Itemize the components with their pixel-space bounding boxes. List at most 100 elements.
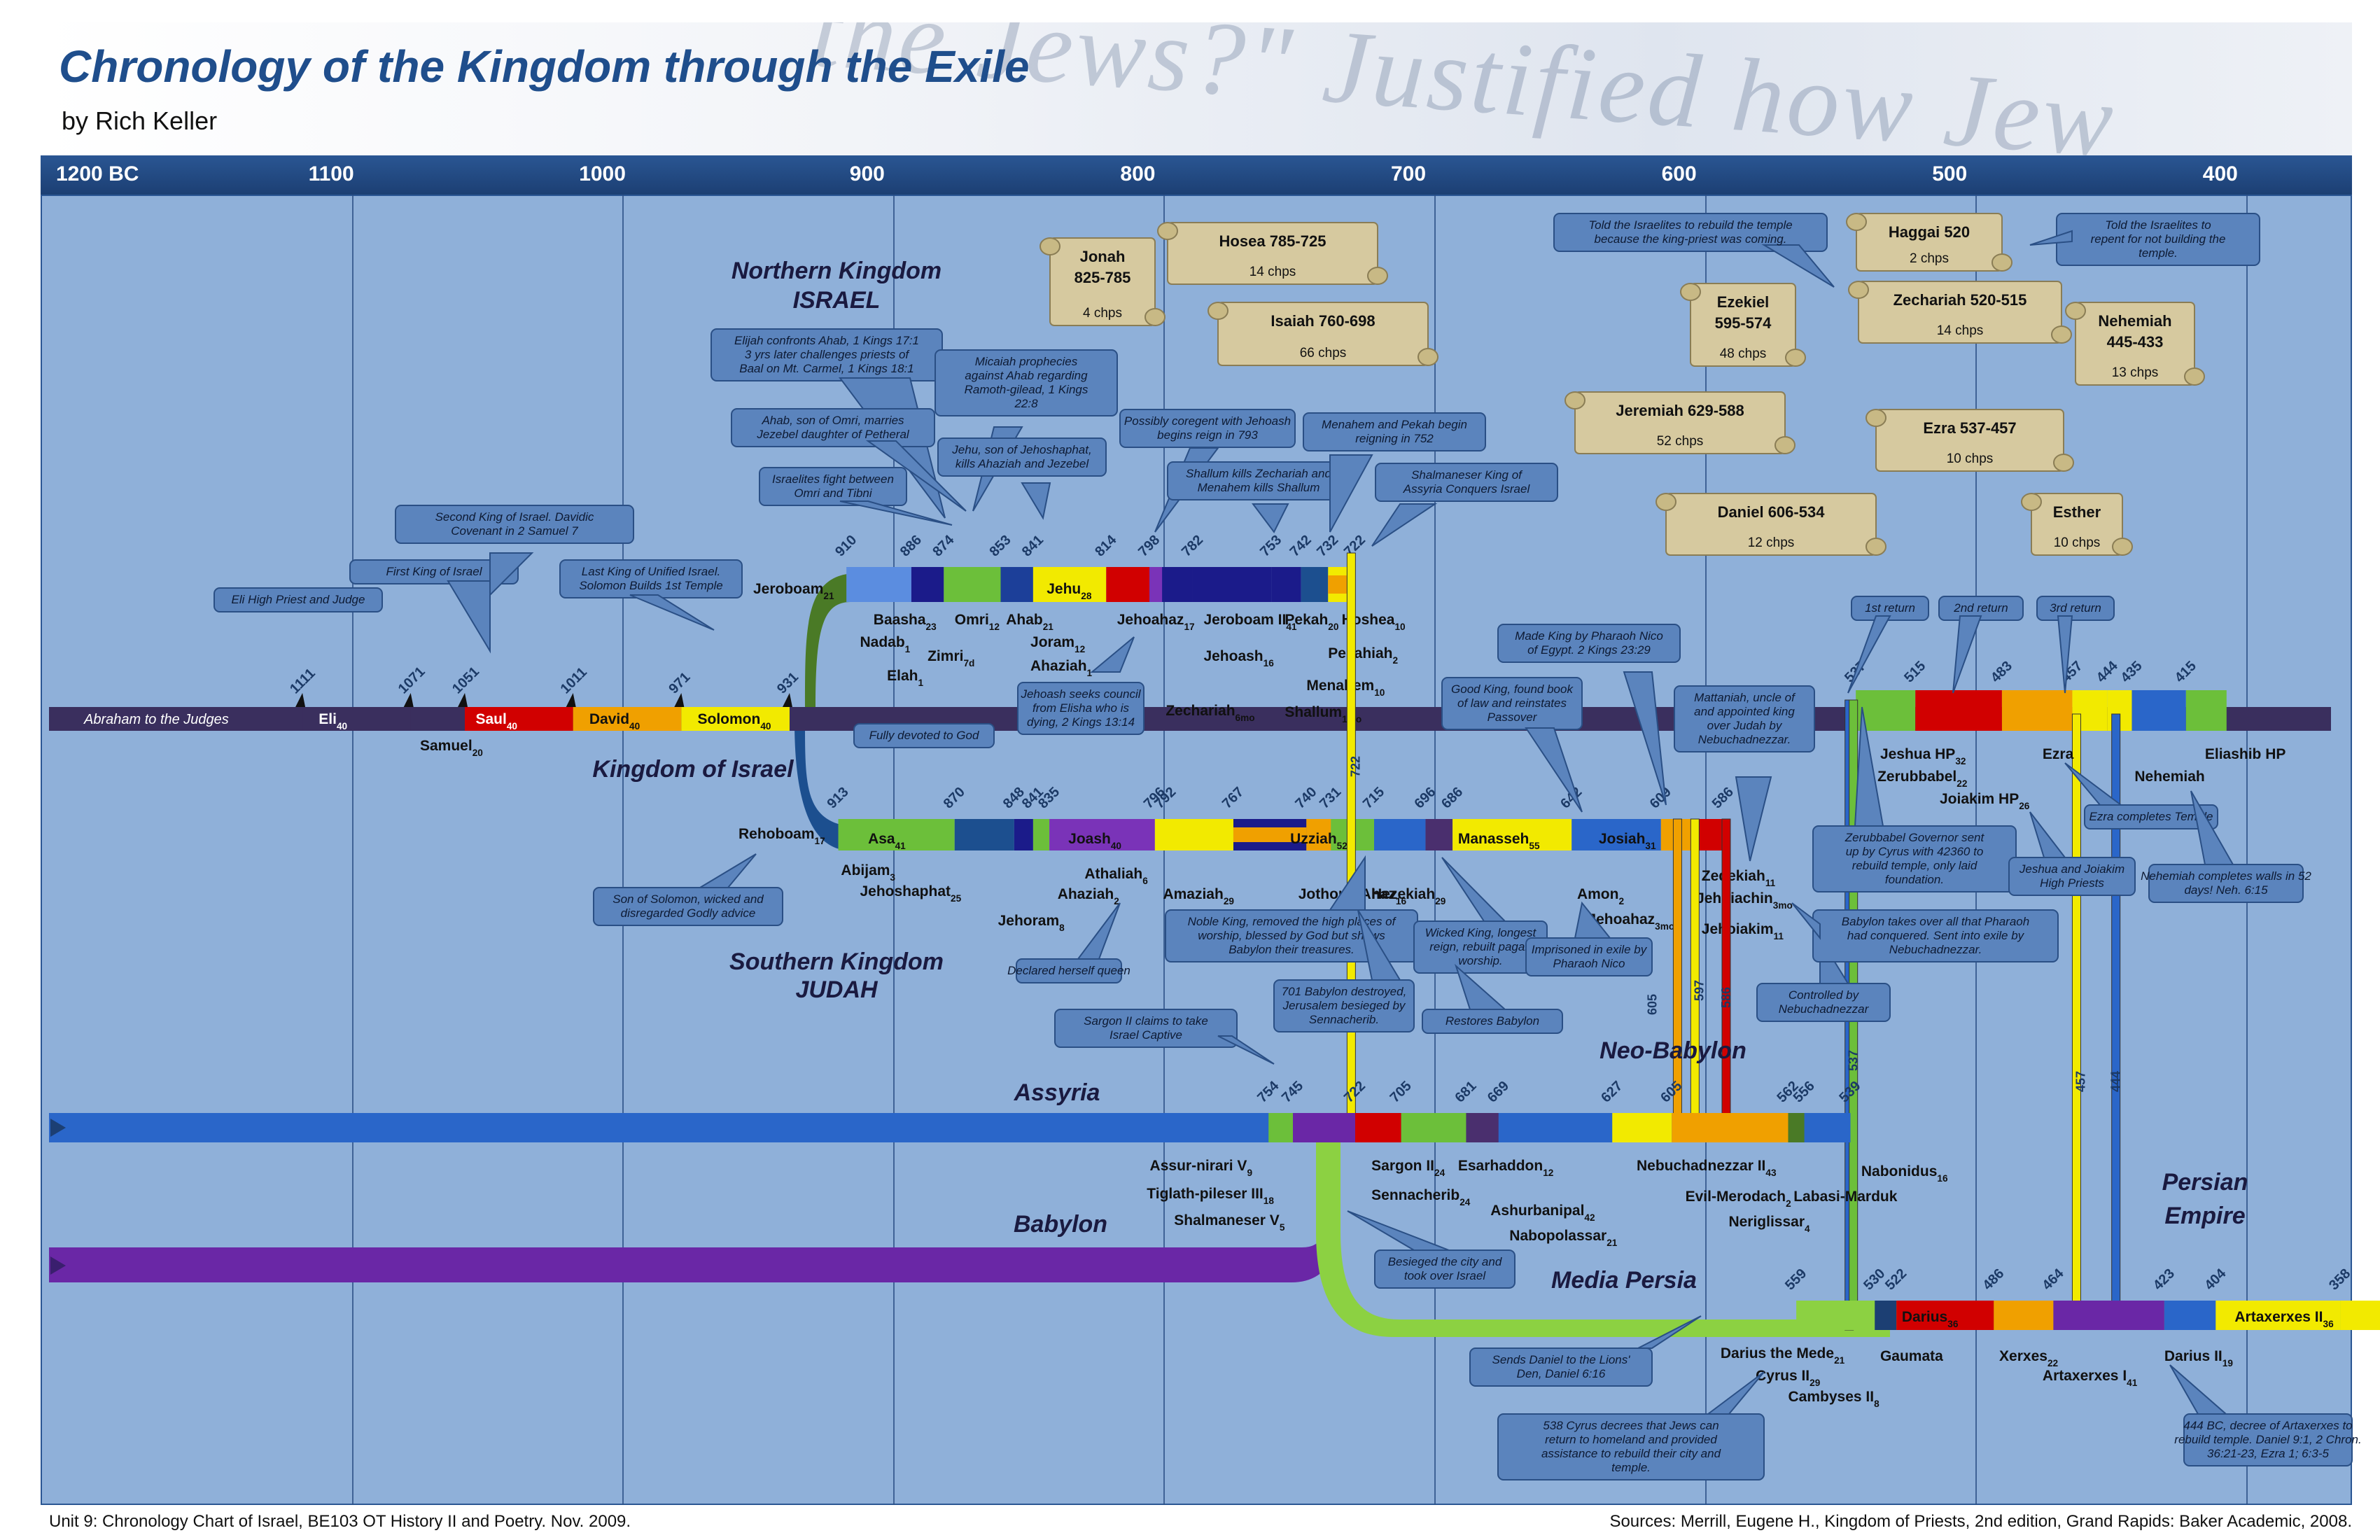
callout-tail xyxy=(2190,790,2234,865)
scroll-sub: 48 chps xyxy=(1720,346,1767,361)
persia-year: 423 xyxy=(2150,1266,2178,1293)
scroll-body xyxy=(1690,283,1796,367)
callout-text: Assyria Conquers Israel xyxy=(1403,482,1531,496)
axis-tick-5: 700 xyxy=(1391,162,1427,186)
scroll-body xyxy=(1049,237,1156,326)
assyria-king: Nebuchadnezzar II43 xyxy=(1637,1158,1777,1178)
scroll-sub: 52 chps xyxy=(1657,434,1704,449)
callout-0: Eli High Priest and Judge xyxy=(214,587,383,612)
scroll-curl-icon xyxy=(2065,302,2086,320)
persia-segment xyxy=(2340,1301,2380,1330)
assyria-segment xyxy=(1293,1113,1355,1142)
israel-king-below: Ahaziah1 xyxy=(1030,658,1093,678)
scroll-curl-icon xyxy=(2184,368,2205,386)
scroll-curl-icon xyxy=(1040,237,1060,255)
scroll-curl-icon xyxy=(1656,493,1676,511)
scroll-sub: 2 chps xyxy=(1910,251,1949,266)
israel-segment xyxy=(1271,567,1301,602)
callout-38: Ezra completes Temple xyxy=(2064,762,2218,830)
judah-year: 767 xyxy=(1219,784,1247,811)
israel-king-below: Jeroboam II41 xyxy=(1203,612,1296,632)
united-year: 1011 xyxy=(558,664,590,696)
axis-tick-8: 400 xyxy=(2202,162,2238,186)
israel-year: 732 xyxy=(1314,532,1341,559)
callout-text: Possibly coregent with Jehoash xyxy=(1124,414,1291,428)
scroll-5 xyxy=(1656,493,1886,556)
callout-text: Besieged the city and xyxy=(1388,1255,1502,1268)
label-persian: Persian xyxy=(2162,1169,2248,1196)
callout-text: 444 BC, decree of Artaxerxes to xyxy=(2183,1419,2352,1432)
israel-segment xyxy=(1301,567,1329,602)
callout-text: 1st return xyxy=(1865,601,1915,615)
callout-box xyxy=(1441,677,1583,730)
scroll-8 xyxy=(2065,302,2205,386)
callout-tail xyxy=(697,853,757,888)
persia-king: Artaxerxes I41 xyxy=(2043,1368,2138,1388)
callout-tail xyxy=(1077,902,1121,960)
israel-king-below: Elah1 xyxy=(887,668,923,688)
axis-tick-6: 600 xyxy=(1661,162,1697,186)
year-marker xyxy=(782,693,792,707)
scroll-9 xyxy=(1865,409,2074,472)
israel-year: 753 xyxy=(1257,532,1284,559)
callout-box xyxy=(1812,909,2059,962)
assyria-king: Assur-nirari V9 xyxy=(1150,1158,1253,1178)
return-person: Joiakim HP26 xyxy=(1940,791,2030,811)
vertical-year: 605 xyxy=(1645,994,1659,1015)
israel-segment xyxy=(1192,567,1272,602)
callout-tail xyxy=(1735,776,1772,862)
callout-14: Fully devoted to God xyxy=(853,723,995,748)
callout-tail xyxy=(1347,1210,1450,1251)
callout-text: 701 Babylon destroyed, xyxy=(1282,985,1407,998)
callout-text: over Judah by xyxy=(1707,719,1783,732)
judah-segment xyxy=(1049,819,1155,850)
scroll-title: Isaiah 760-698 xyxy=(1270,312,1375,330)
return-year: 515 xyxy=(1901,658,1928,685)
year-marker xyxy=(458,693,468,707)
scroll-sub: 14 chps xyxy=(1937,323,1984,338)
judah-segment xyxy=(1425,819,1453,850)
judah-segment xyxy=(1032,819,1050,850)
judah-year: 696 xyxy=(1411,784,1438,811)
judah-segment xyxy=(1014,819,1033,850)
united-year: 971 xyxy=(666,669,693,696)
gridline xyxy=(622,195,624,1505)
judah-king-below: Ahaz16 xyxy=(1361,886,1407,906)
label-neo-babylon: Neo-Babylon xyxy=(1600,1037,1746,1064)
callout-text: Jehu, son of Jehoshaphat, xyxy=(951,443,1091,456)
gridline xyxy=(2246,195,2248,1505)
callout-text: Solomon Builds 1st Temple xyxy=(579,579,722,592)
judah-king-below: Zedekiah11 xyxy=(1702,868,1776,888)
israel-segment xyxy=(1032,567,1107,602)
persia-segment xyxy=(2164,1301,2216,1330)
callout-text: Told the Israelites to rebuild the templ… xyxy=(1588,218,1792,232)
callout-26: Restores Babylon xyxy=(1422,963,1563,1034)
scroll-2 xyxy=(1208,302,1438,366)
scroll-sub: 10 chps xyxy=(1947,451,1994,466)
persia-king: Darius the Mede21 xyxy=(1721,1345,1845,1366)
callout-text: Mattaniah, uncle of xyxy=(1694,691,1796,704)
return-segment xyxy=(1915,690,2002,731)
callout-tail xyxy=(1021,482,1051,520)
callout-text: Omri and Tibni xyxy=(794,486,873,500)
callout-text: Shalmaneser King of xyxy=(1411,468,1523,482)
footer-course-note: Unit 9: Chronology Chart of Israel, BE10… xyxy=(49,1512,631,1531)
callout-tail xyxy=(1761,244,1835,288)
callout-text: Wicked King, longest xyxy=(1425,926,1537,939)
callout-box xyxy=(1375,463,1558,502)
scroll-title: Jeremiah 629-588 xyxy=(1616,402,1744,419)
callout-text: Covenant in 2 Samuel 7 xyxy=(451,524,578,538)
callout-text: Ezra completes Temple xyxy=(2089,810,2213,823)
callout-text: Babylon takes over all that Pharaoh xyxy=(1842,915,2029,928)
label-northern-kingdom: Northern Kingdom xyxy=(732,258,941,284)
callout-tail xyxy=(2169,1364,2228,1415)
judah-king-below: Jehoram8 xyxy=(998,913,1065,933)
judah-king-rehoboam: Rehoboam17 xyxy=(738,826,825,846)
callout-text: Sargon II claims to take xyxy=(1084,1014,1208,1028)
